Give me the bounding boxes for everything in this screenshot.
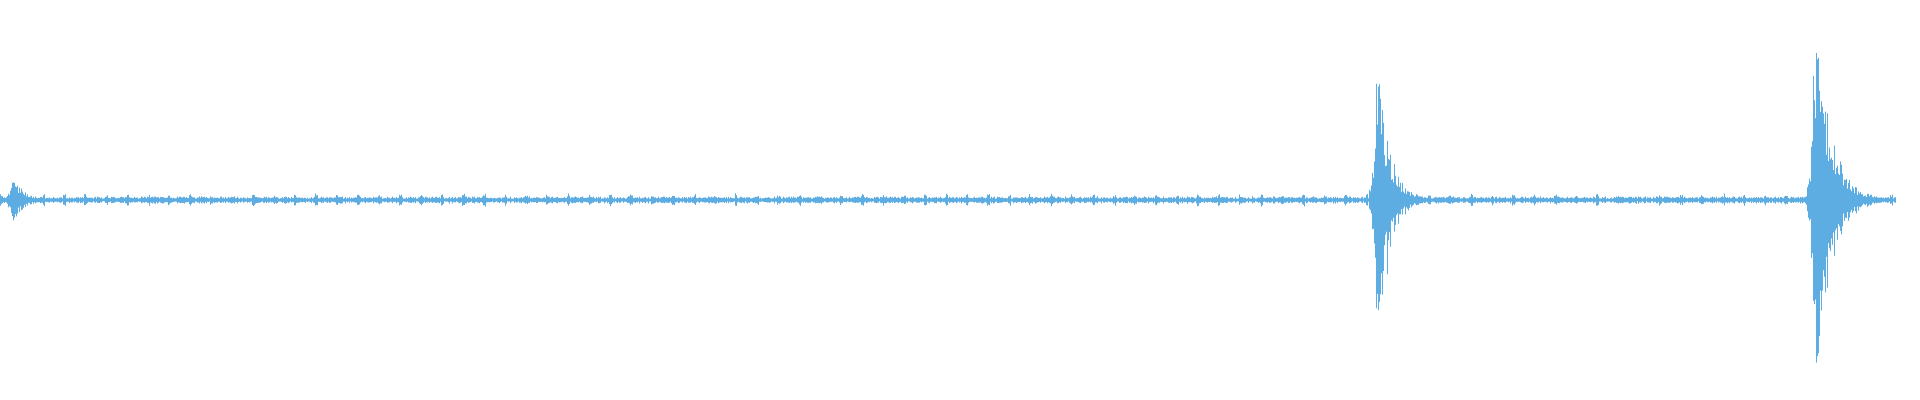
waveform-path	[0, 53, 1896, 363]
waveform-samples	[0, 53, 1896, 363]
